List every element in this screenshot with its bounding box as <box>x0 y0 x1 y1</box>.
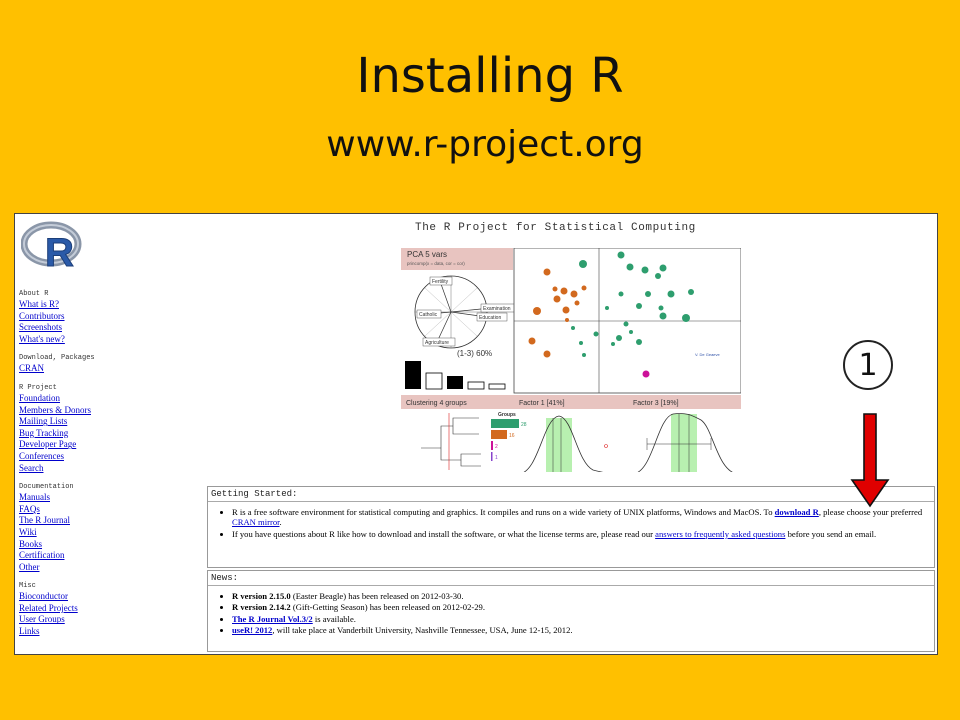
group-count-3: 2 <box>495 444 498 450</box>
var-label-examination: Examination <box>483 306 511 312</box>
var-label-catholic: Catholic <box>419 312 438 318</box>
sidebar-link[interactable]: Members & Donors <box>19 404 91 415</box>
news-item: R version 2.14.2 (Gift-Getting Season) h… <box>232 602 934 612</box>
factor3-header <box>628 395 741 409</box>
sidebar-section-heading: About R <box>19 290 49 298</box>
factor1-label: Factor 1 [41%] <box>519 400 565 407</box>
sidebar-link[interactable]: Bug Tracking <box>19 427 69 438</box>
factor3-density <box>637 413 734 472</box>
sidebar-section-heading: Download, Packages <box>19 354 95 363</box>
sidebar-link[interactable]: Conferences <box>19 450 64 461</box>
sidebar-link[interactable]: What is R? <box>19 299 59 309</box>
news-item: useR! 2012, will take place at Vanderbil… <box>232 625 934 635</box>
var-label-education: Education <box>479 315 501 321</box>
down-arrow-icon <box>850 413 890 508</box>
var-label-agriculture: Agriculture <box>425 340 449 346</box>
factor3-label: Factor 3 [19%] <box>633 400 679 407</box>
sidebar-link[interactable]: Links <box>19 626 40 637</box>
pca-header <box>401 248 513 270</box>
group-bar-4 <box>491 452 493 461</box>
sidebar-link[interactable]: Developer Page <box>19 439 77 450</box>
news-item: The R Journal Vol.3/2 is available. <box>232 614 934 624</box>
site-title: The R Project for Statistical Computing <box>415 222 696 234</box>
sidebar-link[interactable]: Foundation <box>19 392 61 403</box>
group-bar-1 <box>491 419 519 428</box>
sidebar-link[interactable]: FAQs <box>19 503 40 514</box>
group-count-2: 16 <box>509 433 515 439</box>
cluster-label: Clustering 4 groups <box>406 400 467 407</box>
news-box: News: R version 2.15.0 (Easter Beagle) h… <box>207 570 935 652</box>
r-logo[interactable]: R <box>21 220 85 270</box>
group-bar-2 <box>491 430 507 439</box>
sidebar-link[interactable]: Screenshots <box>19 322 62 333</box>
pca-subtitle: princomp(x = data, cor = cor) <box>407 261 465 266</box>
var-label-fertility: Fertility <box>432 279 449 285</box>
sidebar-link[interactable]: Bioconductor <box>19 591 68 602</box>
sidebar-link[interactable]: CRAN <box>19 363 45 374</box>
factor1-density <box>523 415 608 472</box>
getting-started-item: R is a free software environment for sta… <box>232 507 934 528</box>
sidebar-link[interactable]: Contributors <box>19 310 65 321</box>
sidebar-link[interactable]: Search <box>19 462 44 473</box>
slide-title: Installing R <box>356 48 624 104</box>
download-r-link[interactable]: download R <box>774 507 819 517</box>
sidebar-section-heading: Documentation <box>19 483 74 492</box>
getting-started-heading: Getting Started: <box>208 487 934 502</box>
getting-started-item: If you have questions about R like how t… <box>232 529 934 539</box>
pc-label: (1-3) 60% <box>457 349 492 358</box>
cran-mirror-link[interactable]: CRAN mirror <box>232 517 280 528</box>
correlation-circle: Fertility Catholic Examination Education… <box>414 275 516 358</box>
sidebar-section-heading: Misc <box>19 582 36 591</box>
group-bar-3 <box>491 441 493 450</box>
sidebar-link[interactable]: Other <box>19 561 40 572</box>
svg-text:R: R <box>45 231 74 270</box>
callout-number-badge: 1 <box>843 340 893 390</box>
cluster-header <box>401 395 514 409</box>
sidebar-link[interactable]: Wiki <box>19 526 37 537</box>
slide-subtitle: www.r-project.org <box>326 124 644 165</box>
sidebar-link[interactable]: User Groups <box>19 614 65 625</box>
factor1-header <box>514 395 628 409</box>
sidebar-link[interactable]: What's new? <box>19 333 65 344</box>
groups-label: Groups <box>498 412 516 418</box>
sidebar-link[interactable]: Certification <box>19 550 65 561</box>
banner-graphic: PCA 5 vars princomp(x = data, cor = cor)… <box>401 248 741 472</box>
news-heading: News: <box>208 571 934 586</box>
news-item: R version 2.15.0 (Easter Beagle) has bee… <box>232 591 934 601</box>
dendrogram <box>421 413 481 470</box>
sidebar-link[interactable]: Books <box>19 538 43 549</box>
sidebar-link[interactable]: Manuals <box>19 492 50 503</box>
getting-started-box: Getting Started: R is a free software en… <box>207 486 935 568</box>
group-count-1: 28 <box>521 422 527 428</box>
pca-title: PCA 5 vars <box>407 250 447 259</box>
user-2012-link[interactable]: useR! 2012 <box>232 625 273 636</box>
sidebar-link[interactable]: Related Projects <box>19 602 78 613</box>
scatter-plot: V. De Geaeve <box>513 248 741 394</box>
group-count-4: 1 <box>495 455 498 461</box>
eigenvalue-bars <box>405 361 506 390</box>
r-journal-news-link[interactable]: The R Journal Vol.3/2 <box>232 613 313 624</box>
sidebar-link[interactable]: Mailing Lists <box>19 416 68 427</box>
sidebar-section-heading: R Project <box>19 383 57 392</box>
credit-label: V. De Geaeve <box>695 352 721 357</box>
faq-answers-link[interactable]: answers to frequently asked questions <box>655 528 786 539</box>
sidebar-link[interactable]: The R Journal <box>19 515 70 526</box>
